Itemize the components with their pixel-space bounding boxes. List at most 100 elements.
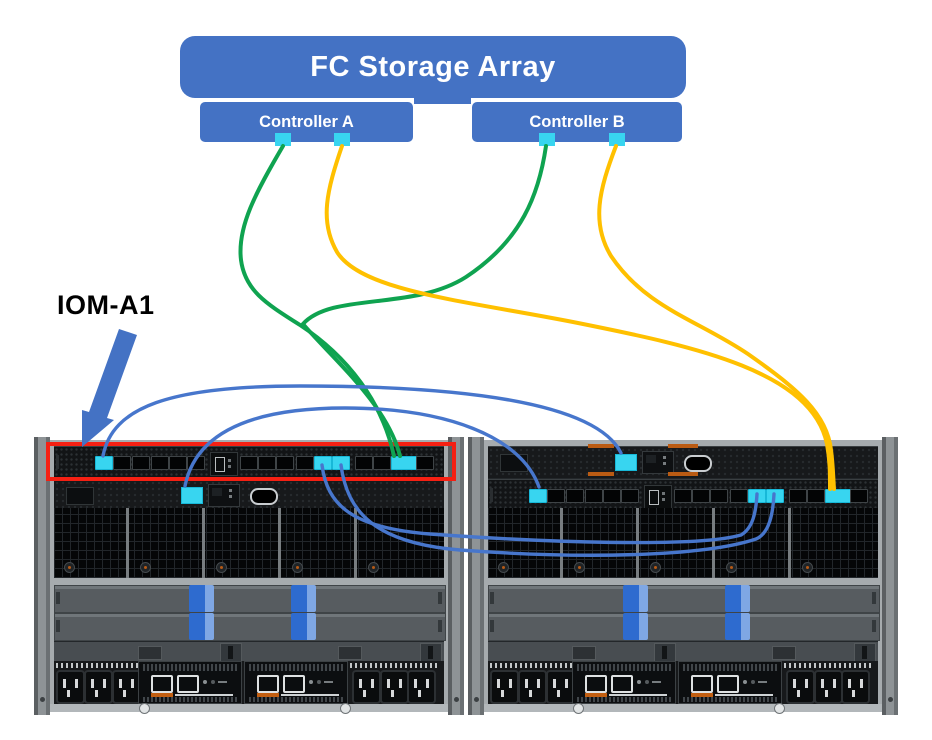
blank-sled	[54, 585, 446, 613]
fan-led	[578, 566, 581, 569]
psu-vent	[350, 663, 440, 668]
iom-led	[662, 492, 665, 495]
ear-screw	[474, 697, 479, 702]
socket-prong	[418, 690, 421, 697]
fan-screw	[216, 562, 227, 573]
qsfp-port	[807, 489, 825, 503]
rj45-port	[257, 675, 279, 693]
slot-vent	[500, 454, 528, 472]
power-socket	[352, 670, 381, 704]
module-led	[309, 680, 313, 684]
module-line	[609, 694, 667, 696]
module-dash	[218, 681, 227, 683]
latch-orange	[668, 444, 698, 448]
chassis-rail	[484, 578, 882, 585]
module-accent-orange	[585, 693, 607, 697]
sled-handle-tab	[291, 613, 316, 640]
socket-prong	[557, 690, 560, 697]
qsfp-port	[603, 489, 621, 503]
module-led	[211, 680, 215, 684]
port-active	[615, 454, 637, 471]
qsfp-port	[547, 489, 565, 503]
cable-green-controller-a-port-1-to-chassis-1-iom-port-15	[238, 144, 396, 458]
ear-screw	[40, 697, 45, 702]
qsfp-port	[789, 489, 807, 503]
fan-screw	[574, 562, 585, 573]
module-line	[281, 694, 339, 696]
sled-handle-tab	[189, 585, 214, 612]
fan-divider	[278, 508, 281, 578]
power-socket	[518, 670, 547, 704]
latch-row	[488, 642, 878, 662]
module-dash	[324, 681, 333, 683]
blank-sled	[488, 613, 880, 641]
base-screw	[573, 703, 584, 714]
iom-a1-highlight	[46, 442, 456, 481]
cable-yellow-controller-b-port-2-to-chassis-2-iom-port-15	[597, 144, 836, 491]
fan-grid	[488, 508, 878, 578]
psu-row	[54, 661, 444, 704]
fan-screw	[726, 562, 737, 573]
sled-notch	[872, 592, 876, 604]
qsfp-port-active	[748, 489, 766, 503]
controller-a-fc-port-1	[275, 133, 291, 146]
module-led	[645, 680, 649, 684]
sled-notch	[438, 620, 442, 632]
latch-block	[338, 646, 362, 660]
fan-divider	[712, 508, 715, 578]
fan-divider	[126, 508, 129, 578]
iom-led-strip	[56, 455, 59, 469]
chassis-side	[484, 440, 488, 712]
qsfp-port-active	[825, 489, 851, 503]
rj45-port	[691, 675, 713, 693]
chassis-base	[50, 704, 448, 712]
blank-sled	[54, 613, 446, 641]
power-socket	[490, 670, 519, 704]
sled-latch	[420, 643, 442, 662]
power-socket	[786, 670, 815, 704]
socket-prong	[391, 690, 394, 697]
fc-storage-array-box: FC Storage Array	[180, 36, 686, 98]
sled-latch	[220, 643, 242, 662]
module-accent-orange	[151, 693, 173, 697]
qsfp-port	[692, 489, 710, 503]
qsfp-port-active	[766, 489, 784, 503]
fan-led	[730, 566, 733, 569]
rj45-port	[611, 675, 633, 693]
power-socket	[56, 670, 85, 704]
chassis-base	[484, 704, 882, 712]
latch-row	[54, 642, 444, 662]
latch-orange	[588, 472, 614, 476]
management-module	[678, 661, 782, 704]
fan-divider	[354, 508, 357, 578]
latch-orange	[588, 444, 614, 448]
fan-led	[654, 566, 657, 569]
latch-slot	[862, 646, 867, 659]
fan-led	[68, 566, 71, 569]
module-led	[317, 680, 321, 684]
iom-a1-arrow	[82, 329, 137, 447]
fan-screw	[802, 562, 813, 573]
controller-a-box: Controller A	[200, 102, 413, 142]
base-screw	[139, 703, 150, 714]
sled-handle-tab	[725, 585, 750, 612]
fan-divider	[788, 508, 791, 578]
psu-vent	[56, 663, 140, 668]
psu-vent	[784, 663, 874, 668]
iom-a1-label: IOM-A1	[57, 290, 155, 320]
sled-handle-tab	[623, 613, 648, 640]
sled-notch	[872, 620, 876, 632]
socket-prong	[797, 690, 800, 697]
power-socket	[814, 670, 843, 704]
fan-screw	[650, 562, 661, 573]
chassis-2-rack-ear	[468, 437, 484, 715]
module-line	[175, 694, 233, 696]
management-module	[138, 661, 242, 704]
fan-divider	[202, 508, 205, 578]
sled-latch	[854, 643, 876, 662]
power-socket	[112, 670, 141, 704]
fan-led	[144, 566, 147, 569]
chassis-1-filler-slot	[54, 479, 444, 509]
module-detail	[646, 455, 656, 463]
